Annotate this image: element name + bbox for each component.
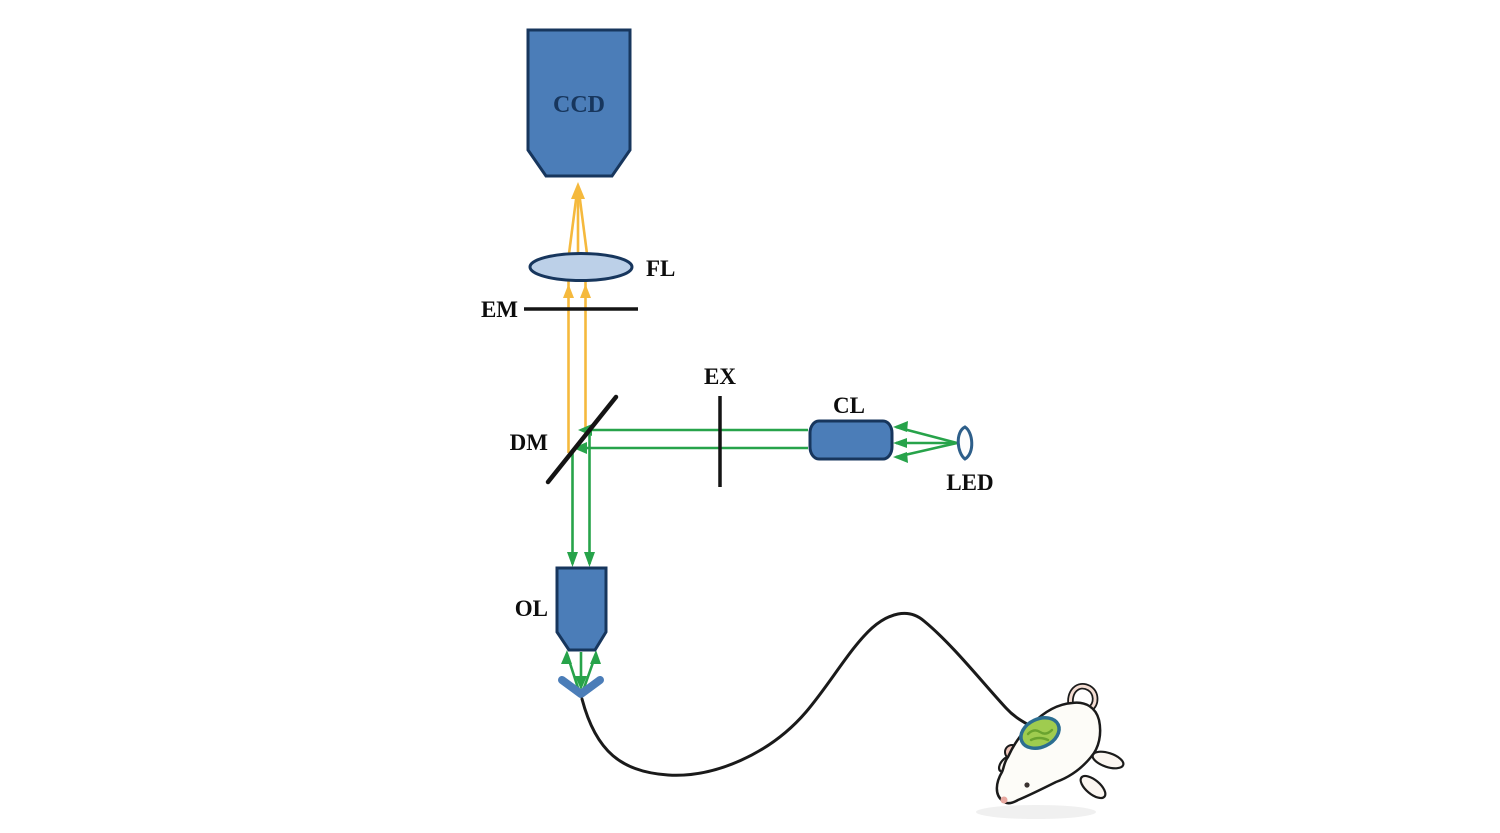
dichroic-mirror-line [545,394,619,485]
fiber-coupler-arrow-icon [558,676,604,698]
emission-arrow-up-icon [563,284,574,298]
excitation-arrow-left-icon [893,421,908,432]
objective-lens-box [555,566,608,652]
emission-arrow-up-icon [561,650,572,664]
ccd-camera-box [526,28,632,178]
emission-arrow-up-icon [590,650,601,664]
led-source [956,425,974,461]
em-label: EM [481,297,518,322]
cl-label: CL [833,393,865,418]
mouse-nose [1000,796,1008,804]
mouse-leg [1079,774,1107,800]
excitation-arrow-left-icon [893,438,907,448]
ex-label: EX [704,364,736,389]
head-patch-detail [1029,736,1050,742]
fl-label: FL [646,256,675,281]
excitation-beam [561,421,958,690]
excitation-arrow-down-icon [584,552,595,567]
mouse-tail [1068,684,1097,711]
dm-label: DM [510,430,549,455]
ol-label: OL [515,596,548,621]
excitation-arrow-left-icon [573,442,587,454]
emission-arrow-up-icon [571,182,585,199]
collimating-lens-box [808,419,894,461]
excitation-arrow-left-icon [893,452,908,463]
mouse-eye [1024,782,1030,788]
focusing-lens [528,252,634,282]
emission-arrow-up-icon [580,284,591,298]
mouse-body [995,701,1102,805]
optical-fiber-cable [580,611,1034,777]
excitation-arrow-down-icon [575,676,587,690]
head-patch-detail [1026,728,1054,736]
emission-beam [563,182,592,453]
mouse-illustration [976,683,1125,819]
ccd-label: CCD [553,92,605,118]
mouse-shadow [976,805,1096,819]
excitation-arrow-down-icon [567,552,578,567]
led-label: LED [946,470,993,495]
